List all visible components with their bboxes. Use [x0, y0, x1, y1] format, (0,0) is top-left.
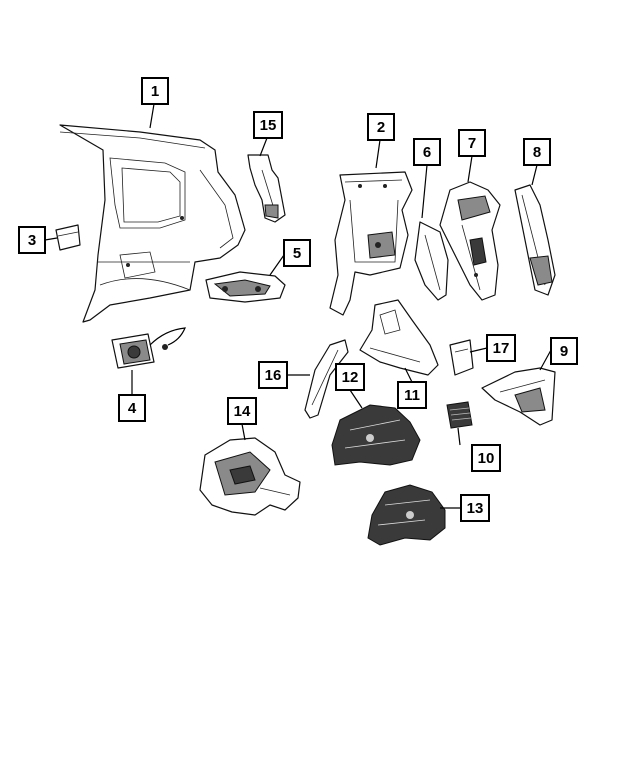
callout-16-label: 16 — [265, 367, 282, 384]
callout-1-label: 1 — [151, 83, 159, 100]
callout-11: 11 — [397, 381, 427, 409]
callout-15-label: 15 — [260, 117, 277, 134]
callout-16: 16 — [258, 361, 288, 389]
callout-10-label: 10 — [478, 450, 495, 467]
panel-part-6 — [414, 221, 449, 301]
callout-2-label: 2 — [377, 119, 385, 136]
callout-4-label: 4 — [128, 400, 137, 417]
vent-part-10 — [446, 401, 473, 429]
callout-7: 7 — [458, 129, 486, 157]
callout-9: 9 — [550, 337, 578, 365]
callout-6: 6 — [413, 138, 441, 166]
callout-13-label: 13 — [467, 500, 484, 517]
reinforcement-part-5 — [205, 271, 286, 303]
quarter-panel-part — [59, 124, 246, 323]
callout-2: 2 — [367, 113, 395, 141]
callout-10: 10 — [471, 444, 501, 472]
callout-17: 17 — [486, 334, 516, 362]
d-pillar-part-7 — [439, 181, 501, 301]
callout-15: 15 — [253, 111, 283, 139]
wheelhouse-upper-part-11 — [359, 299, 439, 376]
callout-4: 4 — [118, 394, 146, 422]
callout-5: 5 — [283, 239, 311, 267]
callout-3: 3 — [18, 226, 46, 254]
callout-13: 13 — [460, 494, 490, 522]
fuel-door-part — [55, 224, 81, 251]
callout-12: 12 — [335, 363, 365, 391]
callout-3-label: 3 — [28, 232, 36, 249]
callout-7-label: 7 — [468, 135, 476, 152]
callout-14: 14 — [227, 397, 257, 425]
callout-17-label: 17 — [493, 340, 510, 357]
wheelhouse-extension-part-13 — [367, 484, 446, 546]
callout-1: 1 — [141, 77, 169, 105]
bracket-part-15 — [247, 154, 286, 223]
rear-corner-panel-part-9 — [481, 367, 556, 426]
callout-12-label: 12 — [342, 369, 359, 386]
pillar-strip-part-8 — [514, 184, 556, 296]
callout-8: 8 — [523, 138, 551, 166]
fuel-filler-housing-part — [111, 327, 186, 369]
small-bracket-part-17 — [449, 339, 474, 376]
callout-9-label: 9 — [560, 343, 568, 360]
callout-8-label: 8 — [533, 144, 541, 161]
callout-5-label: 5 — [293, 245, 301, 262]
inner-panel-part-2 — [329, 171, 413, 316]
wheelhouse-inner-part-12 — [331, 404, 421, 466]
leader-lines — [44, 103, 552, 509]
pillar-reinforcement-part-16 — [304, 339, 349, 419]
wheelhouse-liner-part-14 — [199, 437, 301, 516]
callout-6-label: 6 — [423, 144, 431, 161]
callout-14-label: 14 — [234, 403, 251, 420]
callout-11-label: 11 — [404, 387, 420, 404]
